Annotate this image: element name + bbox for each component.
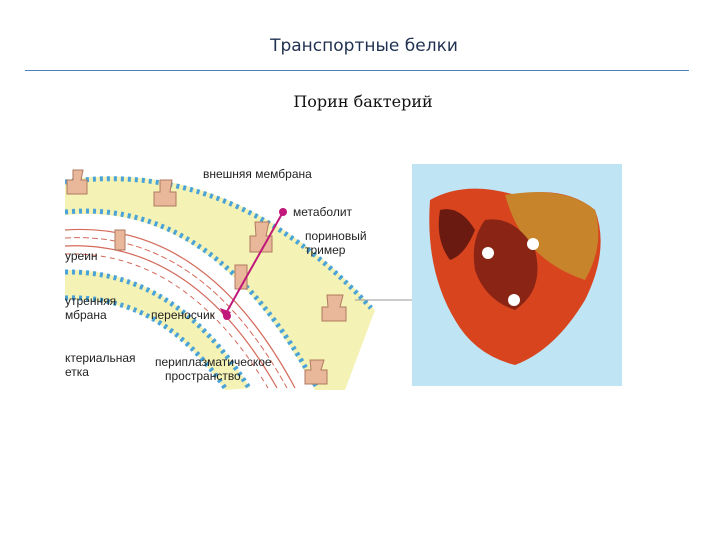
label-porin-trimer-2: тример [305, 243, 346, 257]
model-pore-2 [527, 238, 539, 250]
label-outer-membrane: внешняя мембрана [203, 167, 312, 181]
carrier-dot [223, 312, 231, 320]
label-murein: уреин [65, 249, 98, 263]
carrier-protein-1 [115, 230, 125, 250]
label-periplasmic-1: периплазматическое [155, 355, 272, 369]
metabolite-dot [279, 208, 287, 216]
label-cell-wall-1: ктериальная [65, 351, 136, 365]
slide-subtitle: Порин бактерий [0, 92, 720, 111]
slide-title: Транспортные белки [0, 36, 720, 56]
label-porin-trimer-1: пориновый [305, 229, 367, 243]
porin-figure: внешняя мембрана метаболит пориновый три… [65, 160, 625, 390]
model-pore-1 [482, 247, 494, 259]
label-cell-wall-2: етка [65, 365, 89, 379]
label-metabolite: метаболит [293, 205, 353, 219]
label-carrier: переносчик [151, 308, 216, 322]
label-inner-membrane-1: утренняя [65, 294, 116, 308]
porin-diagram: внешняя мембрана метаболит пориновый три… [65, 160, 625, 390]
label-inner-membrane-2: мбрана [65, 308, 107, 322]
title-divider [25, 70, 689, 71]
model-pore-3 [508, 294, 520, 306]
label-periplasmic-2: пространство [165, 369, 241, 383]
